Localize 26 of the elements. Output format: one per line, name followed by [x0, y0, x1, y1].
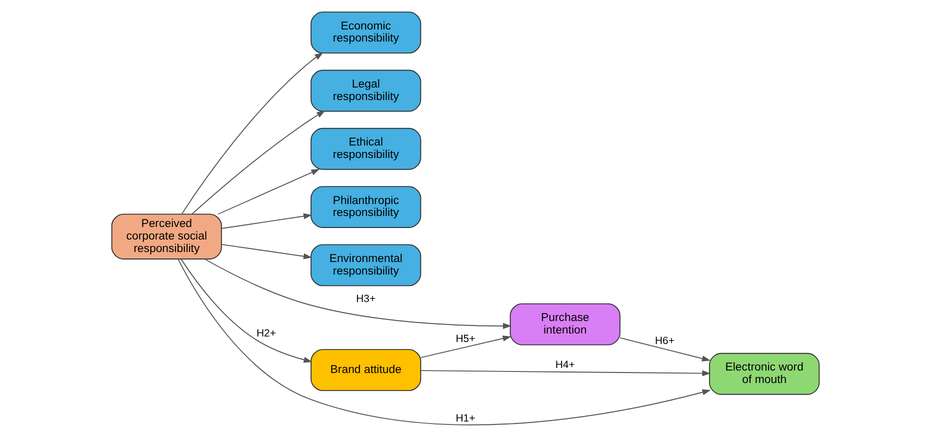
arrow: [420, 370, 711, 376]
arrow: [620, 337, 711, 362]
node-box: Philanthropic responsibility: [310, 186, 422, 228]
arrow: [221, 244, 312, 260]
arrow: [420, 336, 512, 358]
edge-label: H1+: [456, 413, 476, 424]
node-box: Purchase intention: [510, 303, 620, 346]
edge-label: H3+: [356, 294, 376, 306]
arrow: [218, 168, 320, 215]
node-box: Environmental responsibility: [310, 244, 422, 286]
arrow: [204, 258, 512, 329]
node-box: Legal responsibility: [310, 70, 422, 112]
node-box: Perceived corporate social responsibility: [111, 214, 222, 260]
arrow: [221, 213, 312, 229]
node-box: Electronic word of mouth: [709, 352, 820, 395]
arrow: [192, 110, 326, 215]
node-box: Brand attitude: [310, 349, 422, 392]
arrow: [178, 258, 711, 426]
arrow: [181, 52, 324, 214]
node-box: Ethical responsibility: [310, 128, 422, 170]
edge-label: H5+: [456, 334, 476, 346]
node-box: Economic responsibility: [310, 12, 422, 54]
edge-label: H2+: [256, 328, 276, 340]
edge-label: H6+: [654, 336, 674, 348]
edge-label: H4+: [555, 360, 575, 371]
arrow: [180, 258, 312, 363]
